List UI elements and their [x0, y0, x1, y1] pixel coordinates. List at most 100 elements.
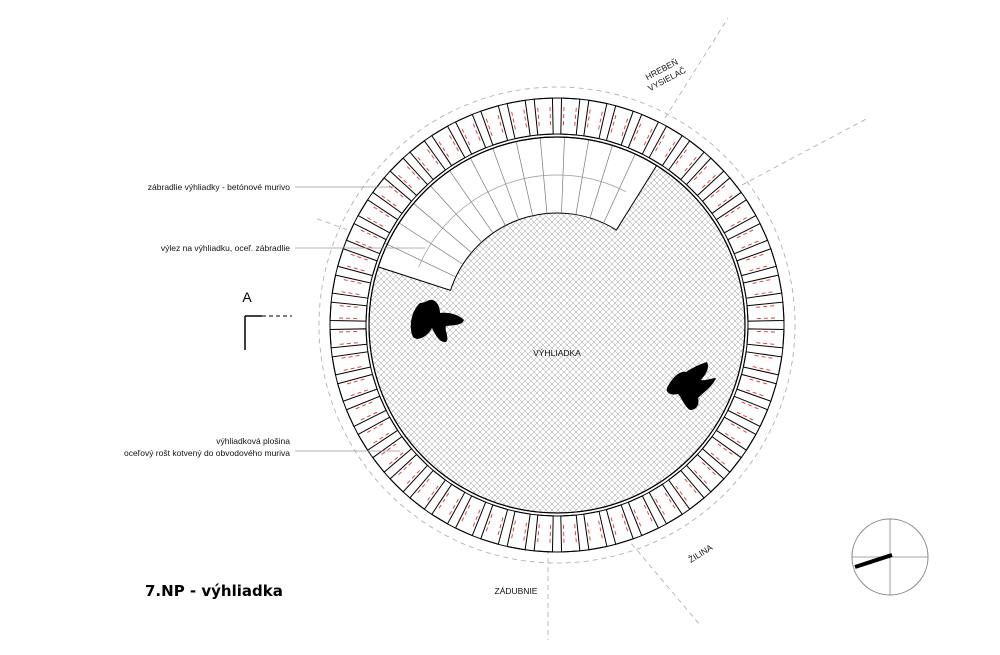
- block-dash: [621, 118, 629, 136]
- section-marker-a: A: [242, 289, 292, 350]
- block-dash: [350, 389, 368, 397]
- block-dash: [610, 114, 617, 133]
- block-dash: [438, 141, 450, 158]
- block-dash: [438, 492, 450, 509]
- block-dash: [381, 443, 397, 455]
- block-dash: [427, 485, 439, 501]
- block-dash: [341, 291, 360, 295]
- direction-label-ridge: HREBEŇ VYSIELAČ: [644, 57, 688, 94]
- block-dash: [675, 149, 687, 165]
- block-dash: [367, 217, 384, 227]
- block-dash: [398, 462, 412, 476]
- block-dash: [633, 123, 642, 141]
- block-dash: [736, 229, 754, 239]
- block-dash: [598, 520, 603, 539]
- label-platform-line2: oceľový rošt kotvený do obvodového muriv…: [124, 448, 290, 458]
- block-dash: [398, 174, 412, 188]
- block-dash: [598, 111, 603, 130]
- block-dash: [756, 317, 775, 320]
- block-dash: [702, 174, 716, 188]
- block-dash: [373, 206, 390, 218]
- inner-boundary: [368, 136, 746, 514]
- block-dash: [406, 470, 420, 484]
- block-dash: [754, 291, 773, 295]
- direction-label-zadubnie: ZÁDUBNIE: [495, 586, 538, 596]
- label-railing: zábradlie výhliadky - betónové murivo: [148, 182, 290, 192]
- svg-text:A: A: [242, 289, 252, 305]
- block-dash: [485, 514, 493, 532]
- block-dash: [587, 522, 591, 541]
- compass-icon: [851, 518, 929, 596]
- block-dash: [749, 378, 768, 385]
- block-dash: [343, 279, 362, 284]
- block-dash: [388, 185, 404, 198]
- block-dash: [730, 217, 747, 227]
- block-dash: [684, 478, 697, 494]
- block-dash: [360, 229, 378, 239]
- leader-lines: [295, 186, 425, 452]
- block-dash: [610, 517, 617, 536]
- block-dash: [749, 265, 768, 272]
- block-dash: [574, 524, 577, 543]
- block-dash: [339, 305, 358, 308]
- block-dash: [367, 423, 384, 433]
- block-dash: [752, 366, 771, 371]
- block-dash: [417, 478, 430, 494]
- block-dash: [523, 109, 527, 128]
- block-dash: [355, 240, 373, 249]
- label-platform-line1: výhliadková plošina: [216, 436, 290, 446]
- block-dash: [675, 485, 687, 501]
- block-dash: [664, 141, 676, 158]
- block-dash: [461, 128, 471, 146]
- block-dash: [756, 330, 775, 333]
- block-dash: [511, 111, 516, 130]
- block-dash: [736, 411, 754, 421]
- block-dash: [537, 524, 540, 543]
- block-dash: [339, 342, 358, 345]
- block-dash: [643, 504, 653, 522]
- block-dash: [655, 135, 665, 152]
- block-dash: [449, 498, 459, 515]
- block-dash: [341, 355, 360, 359]
- block-dash: [472, 123, 481, 141]
- block-dash: [360, 411, 378, 421]
- block-dash: [562, 107, 565, 126]
- block-dash: [754, 355, 773, 359]
- block-dash: [497, 517, 504, 536]
- block-dash: [730, 423, 747, 433]
- block-dash: [373, 432, 390, 444]
- direction-lines: [314, 17, 869, 640]
- block-dash: [449, 135, 459, 152]
- block-dash: [381, 195, 397, 207]
- block-dash: [741, 401, 759, 410]
- direction-label-zilina: ŽILINA: [687, 542, 715, 565]
- block-dash: [523, 522, 527, 541]
- block-dash: [702, 462, 716, 476]
- block-dash: [694, 166, 708, 180]
- label-exit: výlez na výhliadku, oceľ. zábradlie: [161, 243, 290, 253]
- block-dash: [339, 330, 358, 333]
- block-dash: [664, 492, 676, 509]
- block-dash: [343, 366, 362, 371]
- person-silhouette-left: [410, 299, 464, 343]
- block-dash: [756, 305, 775, 308]
- block-dash: [485, 118, 493, 136]
- block-dash: [562, 524, 565, 543]
- center-label: VÝHLIADKA: [533, 348, 581, 358]
- person-silhouette-right: [666, 362, 716, 410]
- block-dash: [643, 128, 653, 146]
- stair-exit: [377, 136, 658, 292]
- walking-line: [418, 174, 627, 268]
- block-dash: [388, 452, 404, 465]
- block-dash: [427, 149, 439, 165]
- block-dash: [621, 514, 629, 532]
- block-dash: [406, 166, 420, 180]
- block-dash: [717, 195, 733, 207]
- block-dash: [497, 114, 504, 133]
- wall-block-ring: [329, 97, 785, 553]
- drawing-title: 7.NP - výhliadka: [145, 582, 283, 600]
- block-dash: [741, 240, 759, 249]
- block-dash: [756, 342, 775, 345]
- block-dash: [574, 107, 577, 126]
